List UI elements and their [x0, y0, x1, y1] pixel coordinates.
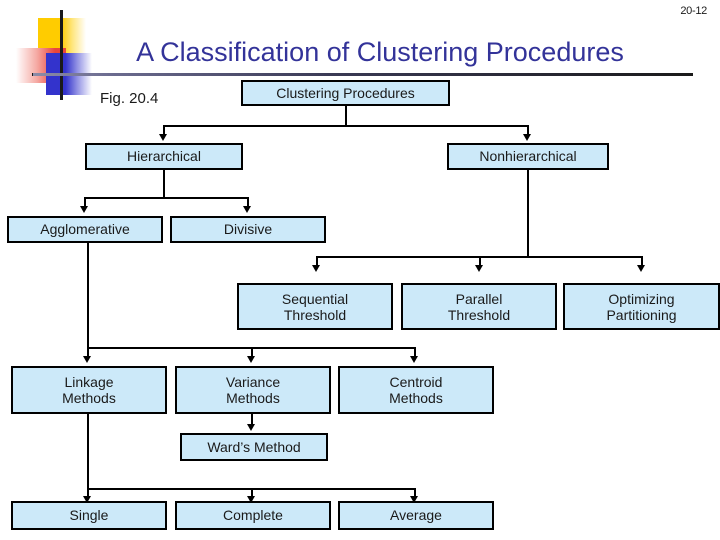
arrow-to-optimizing-partitioning: [637, 265, 645, 272]
arrow-to-linkage-methods: [83, 356, 91, 363]
arrow-to-complete: [247, 496, 255, 503]
connector-hierarchical-to-agglomerative: [84, 197, 86, 208]
arrow-to-centroid-methods: [410, 356, 418, 363]
node-label: Ward’s Method: [207, 438, 301, 455]
node-label: Agglomerative: [40, 221, 130, 237]
node-label: Average: [390, 507, 442, 523]
node-label-line1: Variance: [225, 374, 281, 390]
node-hierarchical[interactable]: Hierarchical: [85, 143, 243, 170]
connector-nonhierarchical-to-sequential: [316, 256, 318, 267]
node-label-line1: Optimizing: [608, 290, 675, 307]
node-average[interactable]: Average: [338, 501, 494, 530]
node-divisive[interactable]: Divisive: [170, 216, 326, 243]
node-label-line2: Threshold: [447, 306, 511, 323]
connector-linkage-to-average: [414, 488, 416, 499]
connector-root-bus: [163, 125, 529, 127]
node-label-line2: Methods: [226, 390, 280, 406]
node-label: Nonhierarchical: [479, 148, 577, 164]
node-label-line1: Sequential: [281, 290, 349, 307]
title-underline-rule: [33, 73, 693, 76]
connector-linkage-to-complete: [251, 488, 253, 499]
node-agglomerative[interactable]: Agglomerative: [7, 216, 163, 243]
connector-linkage-stem: [87, 414, 89, 490]
node-complete[interactable]: Complete: [175, 501, 331, 530]
node-nonhierarchical[interactable]: Nonhierarchical: [447, 143, 609, 170]
node-label-line2: Partitioning: [606, 306, 677, 323]
arrow-to-hierarchical: [159, 134, 167, 141]
node-label: Hierarchical: [127, 148, 201, 164]
arrow-to-nonhierarchical: [523, 134, 531, 141]
arrow-to-agglomerative: [80, 206, 88, 213]
node-wards-method[interactable]: Ward’s Method: [180, 433, 328, 461]
connector-variance-to-wards: [251, 414, 253, 426]
node-single[interactable]: Single: [11, 501, 167, 530]
connector-hierarchical-stem: [163, 170, 165, 199]
connector-root-to-hierarchical: [163, 125, 165, 136]
node-label-line2: Threshold: [283, 306, 347, 323]
connector-agglomerative-to-centroid: [414, 347, 416, 358]
node-parallel-threshold[interactable]: Parallel Threshold: [401, 283, 557, 330]
node-label-line1: Centroid: [389, 374, 443, 390]
node-optimizing-partitioning[interactable]: Optimizing Partitioning: [563, 283, 720, 330]
connector-linkage-to-single: [87, 488, 89, 499]
figure-label: Fig. 20.4: [100, 90, 159, 107]
node-clustering-procedures[interactable]: Clustering Procedures: [241, 80, 450, 106]
node-variance-methods[interactable]: Variance Methods: [175, 366, 331, 414]
connector-nonhierarchical-to-parallel: [479, 256, 481, 267]
arrow-to-divisive: [243, 206, 251, 213]
node-sequential-threshold[interactable]: Sequential Threshold: [237, 283, 393, 330]
connector-root-to-nonhierarchical: [527, 125, 529, 136]
arrow-to-parallel-threshold: [475, 265, 483, 272]
connector-nonhierarchical-stem: [527, 170, 529, 258]
node-label: Single: [69, 507, 109, 523]
node-label: Clustering Procedures: [276, 84, 415, 101]
node-label-line1: Linkage: [64, 374, 114, 390]
connector-agglomerative-to-linkage: [87, 347, 89, 358]
node-linkage-methods[interactable]: Linkage Methods: [11, 366, 167, 414]
page-title: A Classification of Clustering Procedure…: [136, 37, 624, 67]
connector-hierarchical-to-divisive: [247, 197, 249, 208]
connector-nonhierarchical-to-optimizing: [641, 256, 643, 267]
logo-vertical-line-icon: [60, 10, 63, 100]
connector-agglomerative-stem: [87, 243, 89, 349]
connector-agglomerative-to-variance: [251, 347, 253, 358]
node-label-line2: Methods: [62, 390, 116, 406]
connector-root-stem: [345, 106, 347, 126]
arrow-to-average: [410, 496, 418, 503]
node-centroid-methods[interactable]: Centroid Methods: [338, 366, 494, 414]
arrow-to-sequential-threshold: [312, 265, 320, 272]
node-label: Complete: [223, 507, 283, 523]
node-label: Divisive: [223, 221, 273, 237]
node-label-line2: Methods: [389, 390, 443, 406]
node-label-line1: Parallel: [455, 290, 503, 307]
page-number: 20-12: [680, 5, 707, 17]
arrow-to-wards-method: [247, 424, 255, 431]
arrow-to-variance-methods: [247, 356, 255, 363]
connector-hierarchical-bus: [84, 197, 249, 199]
arrow-to-single: [83, 496, 91, 503]
